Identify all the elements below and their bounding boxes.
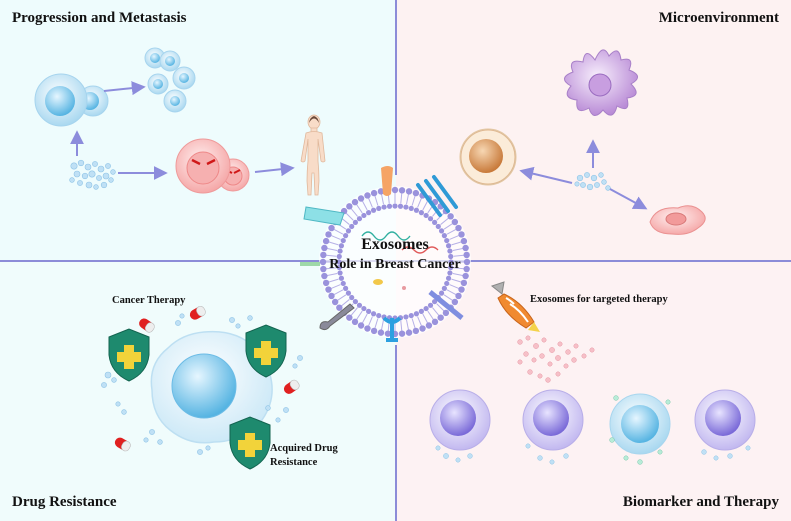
target-cell <box>429 389 491 451</box>
antibody-protein <box>382 316 402 342</box>
arrow-left-to-orange-cell <box>519 166 573 184</box>
exosome-cluster-tr <box>574 172 611 191</box>
wrench-protein <box>319 303 355 331</box>
rna-strand-2 <box>401 246 439 254</box>
human-figure <box>300 114 326 196</box>
exosome-diagram-center <box>300 166 471 342</box>
label-acquired-resistance-line1: Acquired Drug <box>270 443 338 454</box>
rna-strand <box>361 231 411 241</box>
fibroblast-cell <box>649 205 706 235</box>
orange-cell <box>459 128 517 186</box>
tetraspanin-left <box>303 206 345 226</box>
orange-protein <box>381 166 393 196</box>
transmembrane-protein <box>416 175 458 217</box>
exosome-cluster-tl <box>69 159 116 190</box>
arrow-to-fibroblast <box>609 188 648 210</box>
label-cancer-therapy: Cancer Therapy <box>112 295 186 306</box>
target-cells <box>429 389 756 455</box>
drug-capsules <box>114 305 300 452</box>
exosome-spray <box>517 335 595 383</box>
membrane-mark-left <box>300 262 320 266</box>
receptor-right <box>428 290 464 320</box>
dividing-cells <box>144 47 196 113</box>
normal-cell-pair <box>34 73 109 127</box>
quadrant-title-progression: Progression and Metastasis <box>12 10 187 26</box>
label-acquired-resistance-line2: Resistance <box>270 457 318 468</box>
arrow-to-human <box>254 162 295 177</box>
shield-icon <box>229 416 271 470</box>
exosome-blobs-bl <box>101 313 303 455</box>
exosome-blobs-br <box>435 395 751 465</box>
shield-icons <box>108 324 287 470</box>
quadrant-title-drug-resistance: Drug Resistance <box>12 494 117 510</box>
target-cell <box>609 393 671 455</box>
label-targeted-therapy: Exosomes for targeted therapy <box>530 294 668 305</box>
quadrant-bg-top-right <box>396 0 791 261</box>
dendritic-cell <box>564 49 638 116</box>
shield-icon <box>108 328 150 382</box>
quadrant-title-biomarker: Biomarker and Therapy <box>622 494 779 510</box>
cancer-cells <box>175 138 250 194</box>
center-title: Exosomes <box>361 236 429 253</box>
arrow-to-dividing-cells <box>103 81 146 96</box>
resistant-cancer-cell <box>150 330 273 444</box>
cargo-yellow <box>373 279 383 285</box>
shield-icon <box>245 324 287 378</box>
center-subtitle: Role in Breast Cancer <box>329 257 461 272</box>
rocket-icon <box>490 281 540 332</box>
target-cell <box>522 389 584 451</box>
quadrant-title-microenvironment: Microenvironment <box>658 10 779 26</box>
cargo-dots <box>402 286 406 290</box>
target-cell <box>694 389 756 451</box>
